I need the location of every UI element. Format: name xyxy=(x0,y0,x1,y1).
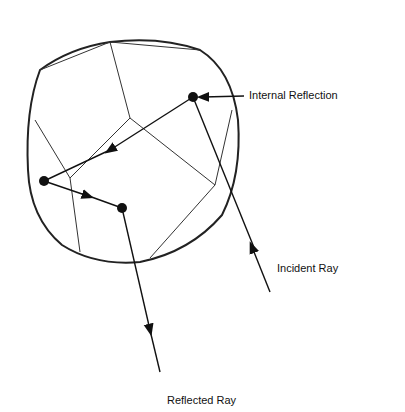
callout-label: Internal Reflection xyxy=(248,89,339,101)
cube-outline xyxy=(28,40,239,262)
ray-label: Reflected Ray xyxy=(166,394,237,406)
reflection-points xyxy=(39,92,198,213)
ray-label: Incident Ray xyxy=(276,262,339,274)
ray-path xyxy=(44,96,270,372)
cube-facets xyxy=(35,42,232,258)
